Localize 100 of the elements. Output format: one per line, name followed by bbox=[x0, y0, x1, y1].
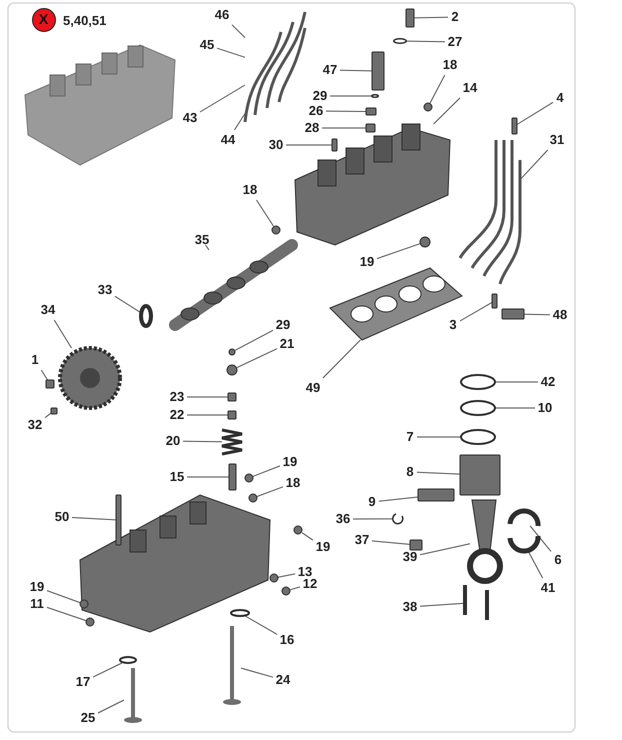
fuel-line-drawing bbox=[244, 12, 306, 122]
callout-number: 50 bbox=[54, 509, 70, 525]
bolt-drawing bbox=[406, 8, 414, 28]
piston-pin-drawing bbox=[418, 488, 454, 502]
leader-line bbox=[46, 590, 80, 604]
plug-drawing bbox=[282, 586, 290, 596]
leader-line bbox=[278, 573, 296, 578]
leader-line bbox=[433, 97, 460, 124]
callout-number: 14 bbox=[462, 80, 478, 96]
leader-line bbox=[520, 150, 548, 180]
callout-number: 19 bbox=[359, 254, 375, 270]
leader-line bbox=[322, 340, 361, 378]
leader-line bbox=[234, 113, 246, 130]
callout-number: 2 bbox=[450, 9, 460, 25]
callout-number: 29 bbox=[275, 317, 291, 333]
bearing-shell-drawing bbox=[508, 536, 540, 554]
plug-drawing bbox=[424, 102, 432, 112]
leader-line bbox=[186, 396, 228, 398]
callout-number: 48 bbox=[552, 307, 568, 323]
leader-line bbox=[205, 244, 210, 250]
valve-drawing bbox=[223, 626, 241, 705]
callout-number: 29 bbox=[312, 88, 328, 104]
clip-drawing bbox=[392, 513, 404, 524]
callout-number: 24 bbox=[275, 672, 291, 688]
piston-ring-drawing bbox=[460, 400, 496, 416]
bolt-drawing bbox=[492, 294, 498, 308]
callout-number: 17 bbox=[75, 674, 91, 690]
leader-line bbox=[186, 414, 228, 416]
bushing-drawing bbox=[410, 540, 422, 550]
callout-number: 45 bbox=[199, 37, 215, 53]
callout-number: 18 bbox=[242, 182, 258, 198]
stud-drawing bbox=[332, 138, 338, 152]
bracket-drawing bbox=[502, 308, 524, 320]
callout-number: 6 bbox=[553, 552, 563, 568]
callout-number: 8 bbox=[405, 464, 415, 480]
callout-number: 5,40,51 bbox=[63, 13, 106, 28]
callout-number: 41 bbox=[540, 580, 556, 596]
leader-line bbox=[460, 302, 492, 322]
leader-line bbox=[286, 144, 332, 146]
leader-line bbox=[92, 662, 122, 678]
leader-line bbox=[290, 586, 300, 590]
callout-number: 21 bbox=[279, 336, 295, 352]
callout-number: 19 bbox=[282, 454, 298, 470]
leader-line bbox=[54, 320, 72, 348]
gear-drawing bbox=[58, 346, 122, 410]
plug-drawing bbox=[294, 526, 302, 534]
fuel-line-drawing bbox=[458, 140, 522, 284]
o-ring-drawing bbox=[371, 94, 379, 98]
callout-number: 19 bbox=[315, 539, 331, 555]
nut-drawing bbox=[366, 124, 376, 132]
leader-line bbox=[530, 526, 552, 552]
bolt-drawing bbox=[116, 494, 122, 546]
plug-drawing bbox=[272, 226, 280, 234]
callout-number: 1 bbox=[30, 352, 40, 368]
callout-number: 22 bbox=[169, 407, 185, 423]
head-gasket-drawing bbox=[329, 267, 463, 341]
leader-line bbox=[420, 543, 470, 556]
callout-number: 11 bbox=[29, 596, 45, 612]
leader-line bbox=[232, 24, 246, 38]
callout-number: 35 bbox=[194, 232, 210, 248]
plug-drawing bbox=[248, 494, 258, 502]
leader-line bbox=[44, 412, 52, 418]
callout-number: 18 bbox=[442, 57, 458, 73]
leader-line bbox=[516, 102, 554, 125]
valve-drawing bbox=[124, 668, 142, 723]
callout-number: 32 bbox=[27, 417, 43, 433]
connecting-rod-drawing bbox=[467, 500, 503, 584]
leader-line bbox=[528, 550, 544, 578]
callout-number: 27 bbox=[447, 34, 463, 50]
leader-line bbox=[406, 40, 446, 42]
leader-line bbox=[524, 314, 550, 316]
valve-guide-drawing bbox=[228, 464, 236, 490]
leader-line bbox=[234, 330, 274, 351]
callout-number: 34 bbox=[40, 302, 56, 318]
leader-line bbox=[378, 496, 418, 502]
leader-line bbox=[98, 700, 124, 714]
callout-number: 36 bbox=[335, 511, 351, 527]
plug-drawing bbox=[86, 618, 94, 626]
callout-number: 44 bbox=[220, 132, 236, 148]
callout-number: 18 bbox=[285, 475, 301, 491]
bolt-drawing bbox=[46, 380, 54, 388]
plug-drawing bbox=[80, 600, 88, 608]
callout-number: 47 bbox=[322, 62, 338, 78]
callout-number: 37 bbox=[354, 532, 370, 548]
callout-number: 15 bbox=[169, 469, 185, 485]
leader-line bbox=[414, 16, 448, 18]
piston-drawing bbox=[460, 454, 500, 496]
leader-line bbox=[240, 668, 274, 678]
pin-drawing bbox=[50, 408, 58, 414]
leader-line bbox=[420, 602, 464, 607]
leader-line bbox=[376, 243, 420, 260]
callout-number: 25 bbox=[80, 710, 96, 726]
leader-line bbox=[416, 436, 462, 438]
callout-number: 9 bbox=[367, 494, 377, 510]
callout-number: 23 bbox=[169, 389, 185, 405]
callout-number: 43 bbox=[182, 110, 198, 126]
leader-line bbox=[40, 370, 48, 380]
callout-number: 7 bbox=[405, 429, 415, 445]
leader-line bbox=[430, 74, 446, 104]
seal-ring-drawing bbox=[230, 609, 250, 617]
